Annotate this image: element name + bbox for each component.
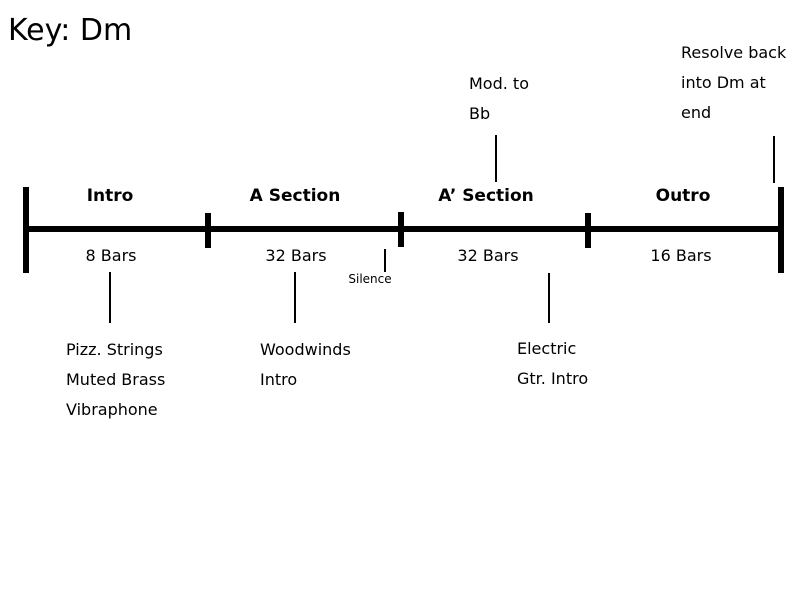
timeline-start-tick [23, 187, 29, 273]
section-label-a-prime: A’ Section [438, 186, 534, 206]
bars-label-intro: 8 Bars [85, 246, 137, 265]
a-section-instruments-line-1: Woodwinds [260, 340, 351, 359]
a-prime-instruments-pointer-line [548, 273, 550, 323]
bars-label-outro: 16 Bars [650, 246, 712, 265]
key-label: Key: Dm [8, 13, 133, 48]
silence-label: Silence [348, 272, 392, 286]
section-label-a: A Section [249, 186, 341, 206]
section-divider-a-aprime [398, 212, 404, 247]
modulation-pointer-line [495, 135, 497, 182]
silence-pointer-line [384, 249, 386, 272]
resolve-note-line-2: into Dm at [681, 73, 766, 92]
section-label-outro: Outro [655, 186, 711, 206]
bars-label-a: 32 Bars [265, 246, 327, 265]
section-divider-aprime-outro [585, 213, 591, 248]
intro-instruments-line-1: Pizz. Strings [66, 340, 163, 359]
intro-instruments-note: Pizz. Strings Muted Brass Vibraphone [66, 335, 165, 425]
a-prime-instruments-line-1: Electric [517, 339, 577, 358]
timeline-end-tick [778, 187, 784, 273]
resolve-pointer-line [773, 136, 775, 183]
intro-instruments-pointer-line [109, 272, 111, 323]
modulation-note-line-1: Mod. to [469, 74, 529, 93]
section-label-intro: Intro [86, 186, 134, 206]
resolve-note: Resolve back into Dm at end [681, 38, 786, 128]
section-divider-intro-a [205, 213, 211, 248]
resolve-note-line-3: end [681, 103, 712, 122]
a-section-instruments-note: Woodwinds Intro [260, 335, 351, 395]
a-prime-instruments-note: Electric Gtr. Intro [517, 334, 588, 394]
a-section-instruments-pointer-line [294, 272, 296, 323]
bars-label-a-prime: 32 Bars [457, 246, 519, 265]
intro-instruments-line-2: Muted Brass [66, 370, 166, 389]
resolve-note-line-1: Resolve back [681, 43, 787, 62]
modulation-note-line-2: Bb [469, 104, 491, 123]
a-section-instruments-line-2: Intro [260, 370, 298, 389]
intro-instruments-line-3: Vibraphone [66, 400, 158, 419]
a-prime-instruments-line-2: Gtr. Intro [517, 369, 589, 388]
modulation-note: Mod. to Bb [469, 69, 529, 129]
